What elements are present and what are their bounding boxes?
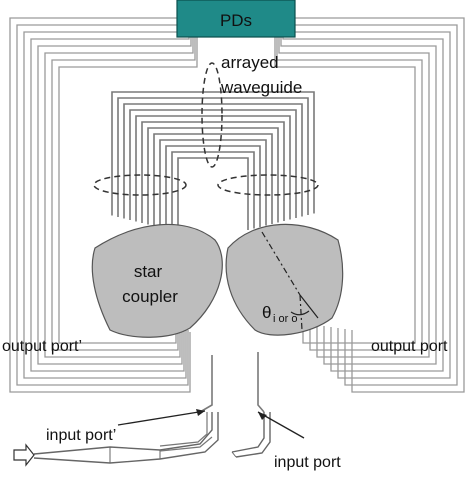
array-waveguide xyxy=(129,109,297,220)
angle-marker xyxy=(261,231,319,331)
vertical-ellipse-marker xyxy=(201,62,223,168)
coupler-input-waveguides xyxy=(199,352,265,413)
array-waveguide xyxy=(153,133,273,226)
input-arrow-icon xyxy=(13,443,35,467)
theta-subscript: i or o xyxy=(273,313,297,325)
array-waveguide xyxy=(159,139,267,228)
outer-loop-left xyxy=(37,37,192,365)
left-ellipse-marker xyxy=(93,174,187,196)
star-label-line2: coupler xyxy=(122,287,178,306)
input-port-label: input port xyxy=(274,454,341,471)
array-waveguide xyxy=(141,121,285,223)
outer-loop-left xyxy=(51,37,196,351)
theta-symbol: θ xyxy=(262,303,271,322)
pds-box xyxy=(176,0,296,38)
array-waveguide xyxy=(111,91,315,216)
outer-loop-left xyxy=(58,37,198,344)
input-guide-left xyxy=(199,355,213,413)
right-ellipse-marker xyxy=(217,174,319,196)
input-guide-right xyxy=(257,352,265,413)
outer-loop-right xyxy=(278,37,430,358)
outer-loop-right xyxy=(280,37,437,365)
array-waveguide xyxy=(147,127,279,225)
outer-loop-right xyxy=(276,37,423,351)
left-star-coupler xyxy=(91,223,223,338)
outer-loop-right xyxy=(274,37,416,344)
input-port-prime-label: input port’ xyxy=(46,427,116,444)
array-waveguide xyxy=(117,97,309,217)
outer-loop-left xyxy=(30,37,190,372)
array-waveguide xyxy=(123,103,303,219)
outer-waveguide-loops xyxy=(9,17,465,393)
arrayed-label-line1: arrayed xyxy=(221,53,279,72)
pds-label: PDs xyxy=(220,11,252,30)
input-tapers xyxy=(33,412,271,464)
arrayed-label-line2: waveguide xyxy=(220,78,302,97)
pointer-arrows xyxy=(117,409,305,439)
output-port-prime-label: output port’ xyxy=(2,338,82,355)
right-star-coupler xyxy=(225,223,344,336)
array-waveguide xyxy=(177,157,249,232)
arrayed-waveguide-bundle xyxy=(111,91,315,232)
outer-loop-right xyxy=(286,24,458,386)
outer-loop-right xyxy=(288,17,465,393)
array-waveguide xyxy=(165,145,261,229)
array-waveguide xyxy=(135,115,291,222)
outer-loop-left xyxy=(44,37,194,358)
array-waveguide xyxy=(171,151,255,231)
star-label-line1: star xyxy=(134,262,163,281)
output-port-label: output port xyxy=(371,338,448,355)
